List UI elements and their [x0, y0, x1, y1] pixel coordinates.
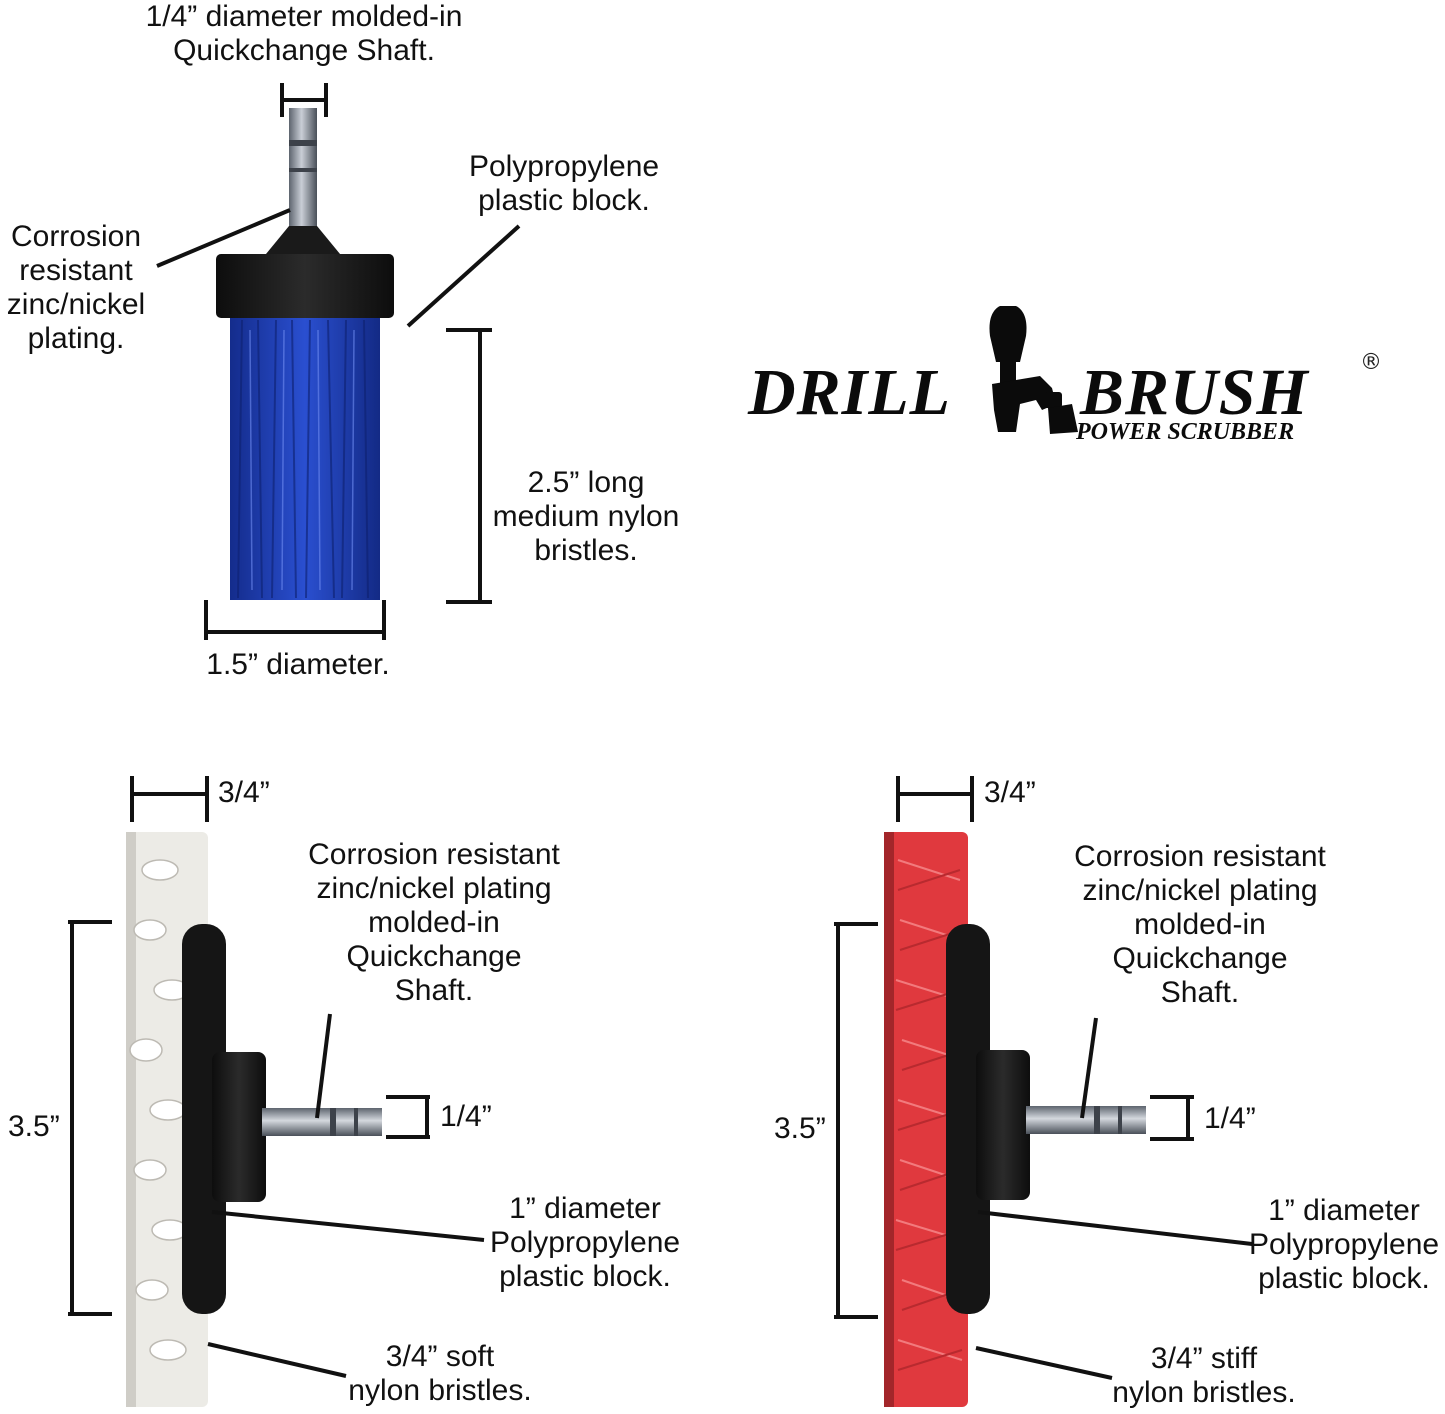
red-plastic-block	[976, 1050, 1030, 1200]
top-dimension-lines	[156, 83, 521, 640]
top-shaft-label-line-1: 1/4” diameter molded-in	[145, 0, 463, 33]
top-bristle-label-line-2: medium nylon	[492, 500, 680, 533]
brand-word-left: DRILL	[748, 356, 951, 429]
white-block-label: 1” diameter Polypropylene plastic block.	[478, 1192, 692, 1294]
red-height-label: 3.5”	[774, 1112, 826, 1145]
top-plating-label-line-2: resistant	[19, 254, 133, 287]
top-cone-block	[266, 226, 340, 254]
white-dimension-lines	[68, 776, 485, 1378]
brand-word-right: BRUSH	[1080, 356, 1309, 429]
white-wheel-disc	[182, 924, 226, 1314]
white-shaft-label-line-4: Quickchange	[346, 940, 522, 973]
white-bristle-label-line-2: nylon bristles.	[348, 1374, 532, 1407]
red-bristle-label: 3/4” stiff nylon bristles.	[1098, 1342, 1310, 1410]
white-shaft-label-line-2: zinc/nickel plating	[316, 872, 552, 905]
white-plastic-block	[212, 1052, 266, 1202]
red-shaft-size-label: 1/4”	[1204, 1102, 1256, 1135]
white-hex-shaft	[262, 1108, 382, 1136]
drill-shovel-logo-icon	[989, 306, 1078, 434]
red-block-label-line-3: plastic block.	[1258, 1262, 1430, 1295]
red-shaft-label: Corrosion resistant zinc/nickel plating …	[1060, 840, 1340, 1010]
top-block-label-line-2: plastic block.	[478, 184, 650, 217]
top-bristle-label-line-3: bristles.	[534, 534, 638, 567]
brand-tagline: POWER SCRUBBER	[1076, 419, 1295, 445]
red-shaft-label-line-2: zinc/nickel plating	[1082, 874, 1318, 907]
white-shaft-label: Corrosion resistant zinc/nickel plating …	[294, 838, 574, 1008]
top-plastic-block	[216, 254, 394, 318]
white-block-label-line-3: plastic block.	[499, 1260, 671, 1293]
top-shaft-label: 1/4” diameter molded-in Quickchange Shaf…	[104, 0, 504, 68]
white-wheel-brush	[126, 832, 382, 1407]
top-diameter-label: 1.5” diameter.	[206, 648, 390, 681]
red-wheel-brush	[884, 832, 1146, 1407]
white-width-label: 3/4”	[218, 776, 270, 809]
top-plating-label-line-3: zinc/nickel	[6, 288, 146, 321]
red-width-label: 3/4”	[984, 776, 1036, 809]
top-blue-bristles	[230, 318, 380, 600]
white-shaft-label-line-5: Shaft.	[394, 974, 474, 1007]
red-shaft-label-line-1: Corrosion resistant	[1074, 840, 1326, 873]
red-block-label-line-2: Polypropylene	[1248, 1228, 1440, 1261]
white-block-label-line-1: 1” diameter	[509, 1192, 661, 1225]
red-block-label: 1” diameter Polypropylene plastic block.	[1244, 1194, 1444, 1296]
red-shaft-label-line-5: Shaft.	[1160, 976, 1240, 1009]
top-plating-label-line-4: plating.	[27, 322, 125, 355]
red-bristle-label-line-2: nylon bristles.	[1112, 1376, 1296, 1409]
top-block-label-line-1: Polypropylene	[468, 150, 660, 183]
white-shaft-size-label: 1/4”	[440, 1100, 492, 1133]
red-dimension-lines	[834, 776, 1253, 1380]
top-plating-label-line-1: Corrosion	[10, 220, 142, 253]
red-shaft-label-line-4: Quickchange	[1112, 942, 1288, 975]
red-hex-shaft	[1026, 1106, 1146, 1134]
top-bristle-label-line-1: 2.5” long	[527, 466, 645, 499]
white-shaft-label-line-3: molded-in	[368, 906, 500, 939]
red-shaft-label-line-3: molded-in	[1134, 908, 1266, 941]
top-block-label: Polypropylene plastic block.	[454, 150, 674, 218]
brand-registered-mark: ®	[1360, 350, 1382, 375]
white-bristle-label: 3/4” soft nylon bristles.	[334, 1340, 546, 1408]
top-bristle-label: 2.5” long medium nylon bristles.	[480, 466, 692, 568]
white-bristle-label-line-1: 3/4” soft	[385, 1340, 495, 1373]
white-shaft-label-line-1: Corrosion resistant	[308, 838, 560, 871]
top-blue-brush	[216, 108, 394, 600]
top-shaft-label-line-2: Quickchange Shaft.	[173, 34, 435, 67]
white-height-label: 3.5”	[8, 1110, 60, 1143]
red-bristle-label-line-1: 3/4” stiff	[1150, 1342, 1258, 1375]
red-wheel-disc	[946, 924, 990, 1314]
red-block-label-line-1: 1” diameter	[1268, 1194, 1420, 1227]
top-plating-label: Corrosion resistant zinc/nickel plating.	[0, 220, 152, 356]
white-block-label-line-2: Polypropylene	[489, 1226, 681, 1259]
